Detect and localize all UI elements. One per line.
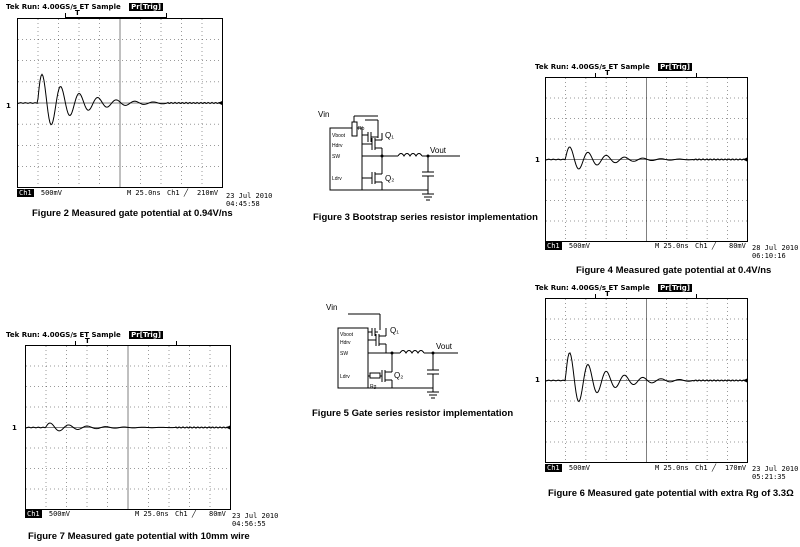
scope-brand: Tek: [535, 284, 549, 292]
pin-sw: SW: [332, 154, 340, 160]
scope-footer: Ch1 500mV M 25.0ns Ch1 ╱ 80mV: [545, 242, 748, 250]
ground-marker: 1: [535, 156, 540, 164]
scope-brand: Tek: [6, 3, 20, 11]
gate-voltage-trace: [17, 73, 222, 126]
schematic-bootstrap-resistor: Vin Vout Rb Q₁ Q₂ Vboot Hdrv SW Ldrv: [310, 108, 470, 208]
run-status: Run: 4.00GS/s ET Sample: [550, 63, 650, 71]
run-status: Run: 4.00GS/s ET Sample: [21, 331, 121, 339]
timebase: M 25.0ns: [135, 510, 169, 518]
resistor-label: Rb: [358, 126, 365, 132]
figure-caption: Figure 5 Gate series resistor implementa…: [312, 408, 514, 419]
vin-label: Vin: [326, 303, 337, 312]
scope-brand: Tek: [535, 63, 549, 71]
trigger-level-arrow: [226, 425, 230, 430]
timestamp-time: 05:21:35: [752, 473, 786, 481]
figure-caption: Figure 7 Measured gate potential with 10…: [28, 531, 250, 542]
trigger-badge: Pr[Trig]: [658, 284, 693, 292]
ground-marker: 1: [6, 102, 11, 110]
trigger-badge: Pr[Trig]: [129, 331, 164, 339]
figure-caption: Figure 2 Measured gate potential at 0.94…: [32, 208, 233, 219]
timestamp: 23 Jul 2010 04:56:55: [232, 512, 278, 528]
channel-label: Ch1: [17, 189, 34, 197]
trigger-level: 80mV: [209, 510, 226, 518]
graticule: [545, 298, 748, 463]
trigger-level: 170mV: [725, 464, 747, 472]
scope-header: Tek Run: 4.00GS/s ET Sample Pr[Trig]: [6, 331, 164, 339]
run-status: Run: 4.00GS/s ET Sample: [550, 284, 650, 292]
trigger-level: 80mV: [729, 242, 746, 250]
vin-label: Vin: [318, 110, 329, 119]
trigger-level-arrow: [218, 101, 222, 105]
timestamp-time: 04:56:55: [232, 520, 266, 528]
q2-label: Q₂: [394, 371, 403, 380]
channel-label: Ch1: [25, 510, 42, 518]
timestamp-date: 23 Jul 2010: [226, 192, 273, 200]
vout-label: Vout: [436, 342, 453, 351]
scope-header: Tek Run: 4.00GS/s ET Sample Pr[Trig]: [535, 284, 693, 292]
timestamp-date: 28 Jul 2010: [752, 244, 799, 252]
ground-marker: 1: [12, 424, 17, 432]
figure-caption: Figure 3 Bootstrap series resistor imple…: [313, 212, 538, 223]
resistor-label: Rg: [370, 384, 377, 390]
trigger-level-arrow: [743, 378, 747, 383]
volts-per-div: 500mV: [568, 464, 590, 472]
timebase: M 25.0ns: [127, 189, 161, 197]
trigger-source: Ch1 ╱: [695, 242, 717, 250]
pin-vboot: Vboot: [332, 133, 346, 139]
timestamp: 23 Jul 2010 05:21:35: [752, 465, 798, 481]
trigger-position-ruler: T: [65, 9, 167, 19]
trigger-source: Ch1 ╱: [695, 464, 717, 472]
graticule: [545, 77, 748, 242]
run-status: Run: 4.00GS/s ET Sample: [21, 3, 121, 11]
q2-label: Q₂: [385, 174, 394, 183]
pin-vboot: Vboot: [340, 332, 354, 338]
scope-footer: Ch1 500mV M 25.0ns Ch1 ╱ 210mV: [17, 189, 223, 197]
timebase: M 25.0ns: [655, 242, 689, 250]
scope-header: Tek Run: 4.00GS/s ET Sample Pr[Trig]: [6, 3, 164, 11]
channel-label: Ch1: [545, 464, 562, 472]
trigger-source: Ch1 ╱: [175, 510, 197, 518]
timestamp-time: 04:45:58: [226, 200, 260, 208]
channel-label: Ch1: [545, 242, 562, 250]
vout-label: Vout: [430, 146, 447, 155]
volts-per-div: 500mV: [48, 510, 70, 518]
timestamp-date: 23 Jul 2010: [752, 465, 799, 473]
trigger-level-arrow: [743, 157, 747, 162]
pin-hdrv: Hdrv: [332, 143, 343, 149]
trigger-marker: T: [605, 69, 610, 77]
figure-caption: Figure 6 Measured gate potential with ex…: [548, 488, 794, 499]
trigger-level: 210mV: [197, 189, 219, 197]
trigger-marker: T: [85, 337, 90, 345]
scope-footer: Ch1 500mV M 25.0ns Ch1 ╱ 80mV: [25, 510, 231, 518]
q1-label: Q₁: [390, 326, 399, 335]
gate-voltage-trace: [25, 422, 230, 432]
scope-footer: Ch1 500mV M 25.0ns Ch1 ╱ 170mV: [545, 464, 748, 472]
volts-per-div: 500mV: [568, 242, 590, 250]
ground-marker: 1: [535, 376, 540, 384]
trigger-badge: Pr[Trig]: [129, 3, 164, 11]
volts-per-div: 500mV: [40, 189, 62, 197]
gate-voltage-trace: [545, 352, 747, 403]
graticule: [25, 345, 231, 510]
graticule: [17, 18, 223, 188]
trigger-marker: T: [75, 9, 80, 17]
pin-ldrv: Ldrv: [340, 374, 350, 380]
schematic-gate-resistor: Vin Vout Rg Q₁ Q₂ Vboot Hdrv SW Ldrv: [318, 300, 468, 400]
trigger-source: Ch1 ╱: [167, 189, 189, 197]
pin-ldrv: Ldrv: [332, 176, 342, 182]
trigger-badge: Pr[Trig]: [658, 63, 693, 71]
timestamp: 28 Jul 2010 06:10:16: [752, 244, 798, 260]
figure-caption: Figure 4 Measured gate potential at 0.4V…: [576, 265, 772, 276]
timebase: M 25.0ns: [655, 464, 689, 472]
scope-brand: Tek: [6, 331, 20, 339]
timestamp: 23 Jul 2010 04:45:58: [226, 192, 272, 208]
pin-sw: SW: [340, 351, 348, 357]
gate-voltage-trace: [545, 146, 747, 170]
timestamp-time: 06:10:16: [752, 252, 786, 260]
trigger-marker: T: [605, 290, 610, 298]
q1-label: Q₁: [385, 131, 394, 140]
timestamp-date: 23 Jul 2010: [232, 512, 279, 520]
pin-hdrv: Hdrv: [340, 340, 351, 346]
scope-header: Tek Run: 4.00GS/s ET Sample Pr[Trig]: [535, 63, 693, 71]
